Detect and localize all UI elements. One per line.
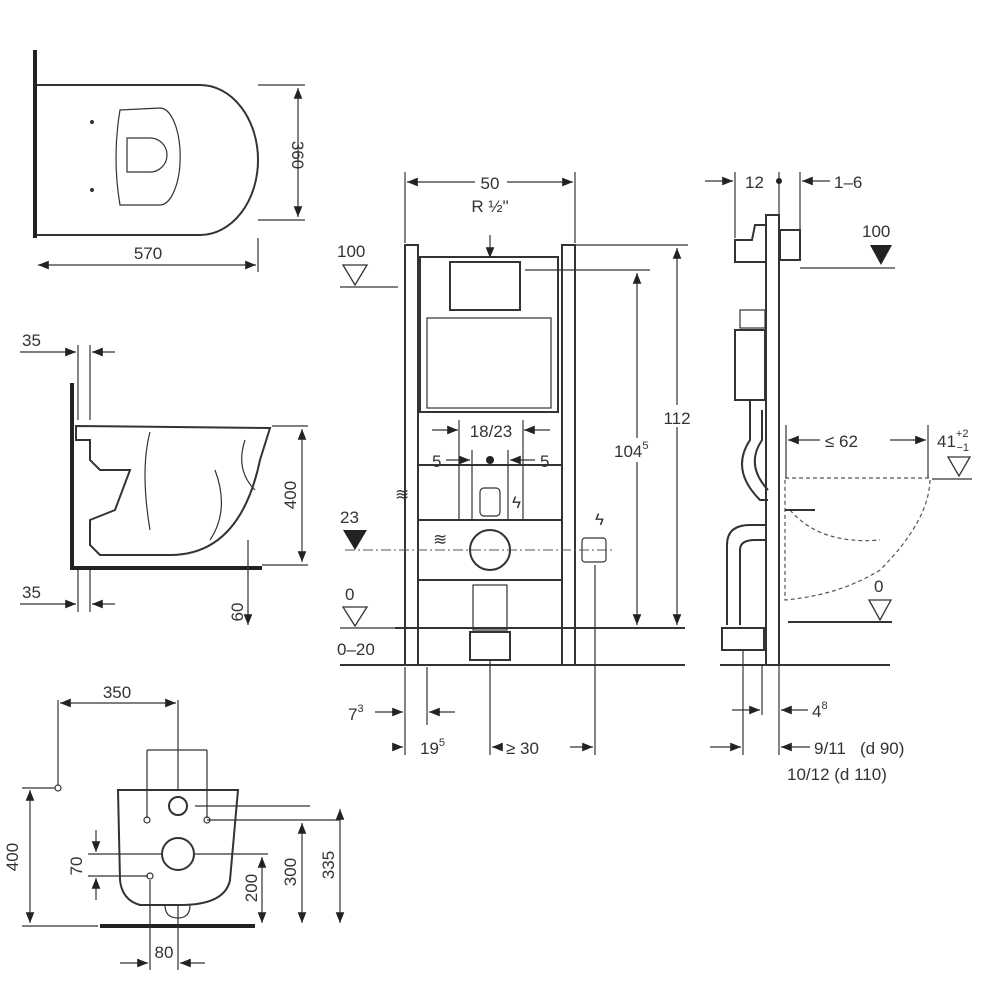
dim-depth-12: 12 — [745, 173, 764, 192]
frame-side-post — [765, 214, 780, 666]
bowl-back-outline — [116, 789, 240, 906]
dim-height-104-5: 1045 — [614, 440, 649, 461]
actuator-opening — [449, 261, 521, 311]
floor-range: 0–20 — [337, 640, 375, 659]
dim-bottom-35: 35 — [22, 583, 41, 602]
side-view: 35 400 35 60 — [20, 331, 308, 625]
dim-socket-offset: ≥ 30 — [506, 739, 539, 758]
dim-offset-right-5: 5 — [540, 452, 549, 471]
level-100: 100 — [337, 242, 365, 261]
mounting-view: 350 400 70 200 300 335 80 — [3, 683, 345, 970]
dim-wall-offset: 48 — [812, 700, 828, 721]
cistern-side — [734, 329, 766, 401]
dim-335: 335 — [319, 851, 338, 879]
dim-bowl-depth: ≤ 62 — [825, 432, 858, 451]
dim-offset-left-5: 5 — [432, 452, 441, 471]
dim-bolt-350: 350 — [103, 683, 131, 702]
dim-pipe-d110: 10/12 (d 110) — [787, 765, 887, 784]
dim-80: 80 — [155, 943, 174, 962]
dim-height-400: 400 — [281, 481, 300, 509]
dim-height-112: 112 — [663, 409, 690, 428]
electrical-icon: ϟ — [595, 510, 604, 529]
dim-top-35: 35 — [22, 331, 41, 350]
dim-width-50: 50 — [481, 174, 500, 193]
dim-gap-70: 70 — [67, 857, 86, 876]
frame-post-right — [561, 244, 576, 666]
water-symbol-icon: ≋ — [395, 485, 409, 504]
level-0: 0 — [345, 585, 354, 604]
dim-length-570: 570 — [134, 244, 162, 263]
level-0-side: 0 — [874, 577, 883, 596]
dim-clearance-60: 60 — [228, 603, 247, 622]
dim-seat-height: 41+2−1 — [937, 428, 969, 454]
frame-side-view: 12 1–6 100 ≤ 62 41+2−1 0 48 9/11 (d 90) … — [705, 172, 972, 784]
dim-width-360: 360 — [288, 141, 307, 169]
level-23: 23 — [340, 508, 359, 527]
frame-post-left — [404, 244, 419, 666]
thread-label: R ½" — [471, 197, 508, 216]
dim-adjust-1-6: 1–6 — [834, 173, 862, 192]
dim-pipe-d90: 9/11 (d 90) — [814, 739, 904, 758]
dim-pipe-spacing: 18/23 — [470, 422, 513, 441]
electrical-icon: ϟ — [512, 493, 521, 512]
water-symbol-icon: ≋ — [433, 530, 447, 549]
dim-supply-offset: 195 — [420, 737, 445, 758]
bowl-outline — [37, 84, 259, 236]
frame-front-view: 50 R ½" 100 112 1045 18/23 5 5 ϟ ϟ ≋ ≋ 2… — [337, 172, 695, 758]
dim-300: 300 — [281, 858, 300, 886]
dim-height-400: 400 — [3, 843, 22, 871]
dim-200: 200 — [242, 874, 261, 902]
level-100-side: 100 — [862, 222, 890, 241]
dim-foot-offset: 73 — [348, 703, 364, 724]
top-view: 360 570 — [33, 50, 307, 272]
cistern — [419, 256, 559, 413]
bowl-profile — [75, 424, 272, 556]
